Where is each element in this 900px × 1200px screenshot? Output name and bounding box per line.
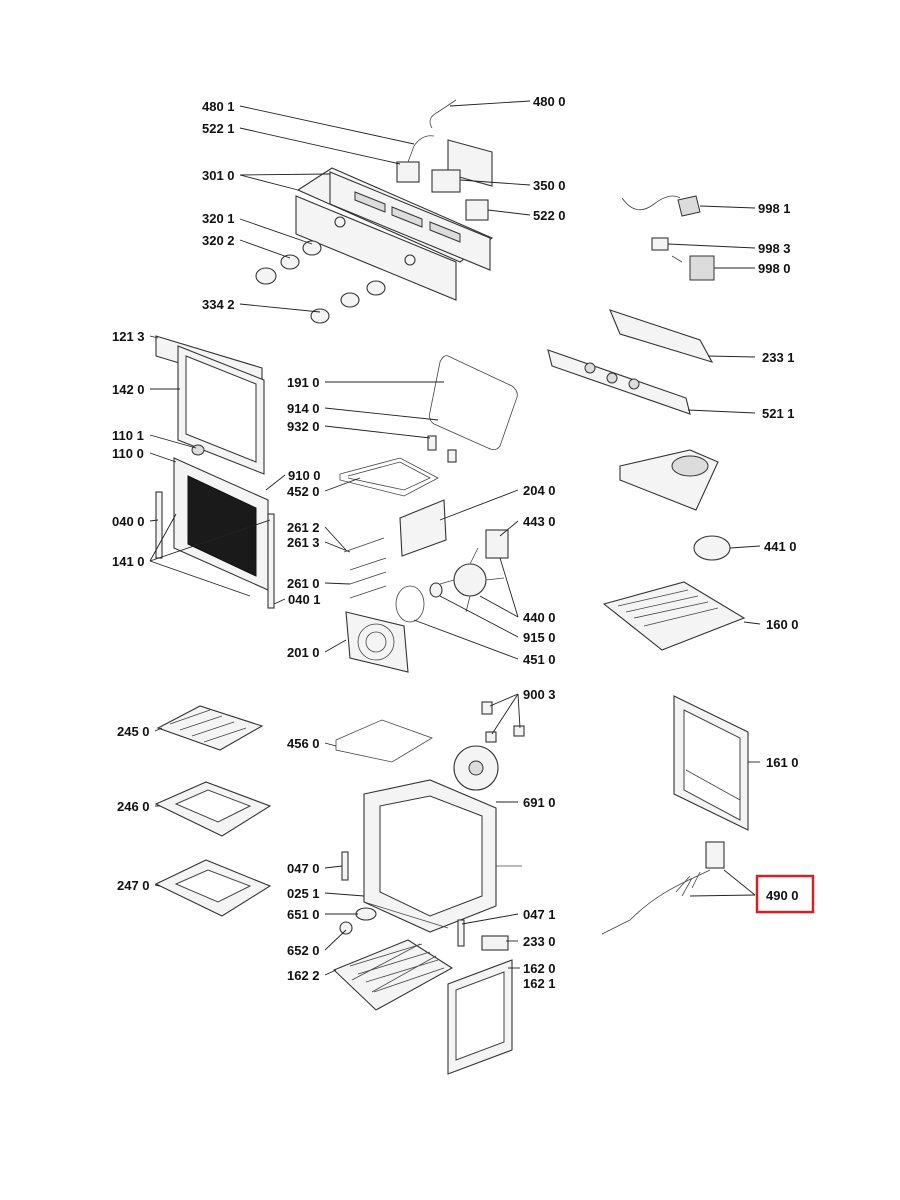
part-label: 040 0 (112, 514, 145, 529)
part-label: 160 0 (766, 617, 799, 632)
right-mid-parts (602, 449, 746, 651)
oven-cavity-part (341, 779, 497, 947)
rear-fan-part (453, 701, 525, 791)
part-label: 162 2 (287, 968, 320, 983)
fan-cover-parts (345, 585, 425, 673)
part-label: 480 1 (202, 99, 235, 114)
part-label: 246 0 (117, 799, 150, 814)
part-label: 162 0 (523, 961, 556, 976)
part-label: 914 0 (287, 401, 320, 416)
grill-element-part (339, 435, 457, 497)
part-label: 451 0 (523, 652, 556, 667)
part-label: 245 0 (117, 724, 150, 739)
switch-parts (396, 99, 493, 221)
part-label: 440 0 (523, 610, 556, 625)
part-label: 261 0 (287, 576, 320, 591)
leader-lines (149, 100, 761, 976)
shelf-support-parts (343, 537, 387, 599)
part-label: 522 0 (533, 208, 566, 223)
part-label: 025 1 (287, 886, 320, 901)
pcb-bracket-parts (547, 309, 714, 415)
fan-motor-parts (399, 499, 509, 613)
part-label: 204 0 (523, 483, 556, 498)
part-label: 443 0 (523, 514, 556, 529)
door-seal-part (429, 355, 518, 450)
part-label: 915 0 (523, 630, 556, 645)
part-label: 320 1 (202, 211, 235, 226)
part-label: 110 1 (112, 428, 144, 443)
back-panel-part (673, 695, 749, 831)
part-label: 191 0 (287, 375, 320, 390)
part-label: 521 1 (762, 406, 795, 421)
part-labels: 480 1 522 1 301 0 320 1 320 2 334 2 480 … (112, 94, 799, 991)
cable-and-module-parts (621, 195, 715, 281)
part-label: 651 0 (287, 907, 320, 922)
part-label: 121 3 (112, 329, 145, 344)
part-label: 261 2 (287, 520, 320, 535)
part-label: 110 0 (112, 446, 144, 461)
lower-element-part (335, 719, 433, 763)
part-label: 441 0 (764, 539, 797, 554)
tray-parts (154, 705, 272, 917)
part-label: 040 1 (288, 592, 321, 607)
part-label: 900 3 (523, 687, 556, 702)
part-label: 233 1 (762, 350, 795, 365)
part-label: 652 0 (287, 943, 320, 958)
part-label: 047 0 (287, 861, 320, 876)
highlighted-part-label: 490 0 (766, 888, 799, 903)
part-label: 334 2 (202, 297, 235, 312)
part-label: 932 0 (287, 419, 320, 434)
part-label: 480 0 (533, 94, 566, 109)
part-label: 691 0 (523, 795, 556, 810)
part-label: 350 0 (533, 178, 566, 193)
part-label: 998 0 (758, 261, 791, 276)
part-label: 456 0 (287, 736, 320, 751)
part-label: 320 2 (202, 233, 235, 248)
part-label: 141 0 (112, 554, 145, 569)
cable-harness-part (601, 841, 725, 935)
part-label: 301 0 (202, 168, 235, 183)
highlight-box (755, 874, 815, 914)
part-label: 233 0 (523, 934, 556, 949)
knob-parts (255, 240, 386, 324)
part-label: 247 0 (117, 878, 150, 893)
inner-door-part (155, 457, 275, 609)
part-label: 998 3 (758, 241, 791, 256)
lower-grid-parts (333, 865, 522, 1075)
part-label: 047 1 (523, 907, 556, 922)
control-panel-part (295, 167, 494, 301)
part-label: 162 1 (523, 976, 556, 991)
part-label: 998 1 (758, 201, 791, 216)
part-label: 261 3 (287, 535, 320, 550)
door-glass-parts (155, 335, 265, 475)
part-label: 522 1 (202, 121, 235, 136)
part-label: 161 0 (766, 755, 799, 770)
part-label: 452 0 (287, 484, 320, 499)
part-label: 201 0 (287, 645, 320, 660)
part-label: 142 0 (112, 382, 145, 397)
part-label: 910 0 (288, 468, 321, 483)
